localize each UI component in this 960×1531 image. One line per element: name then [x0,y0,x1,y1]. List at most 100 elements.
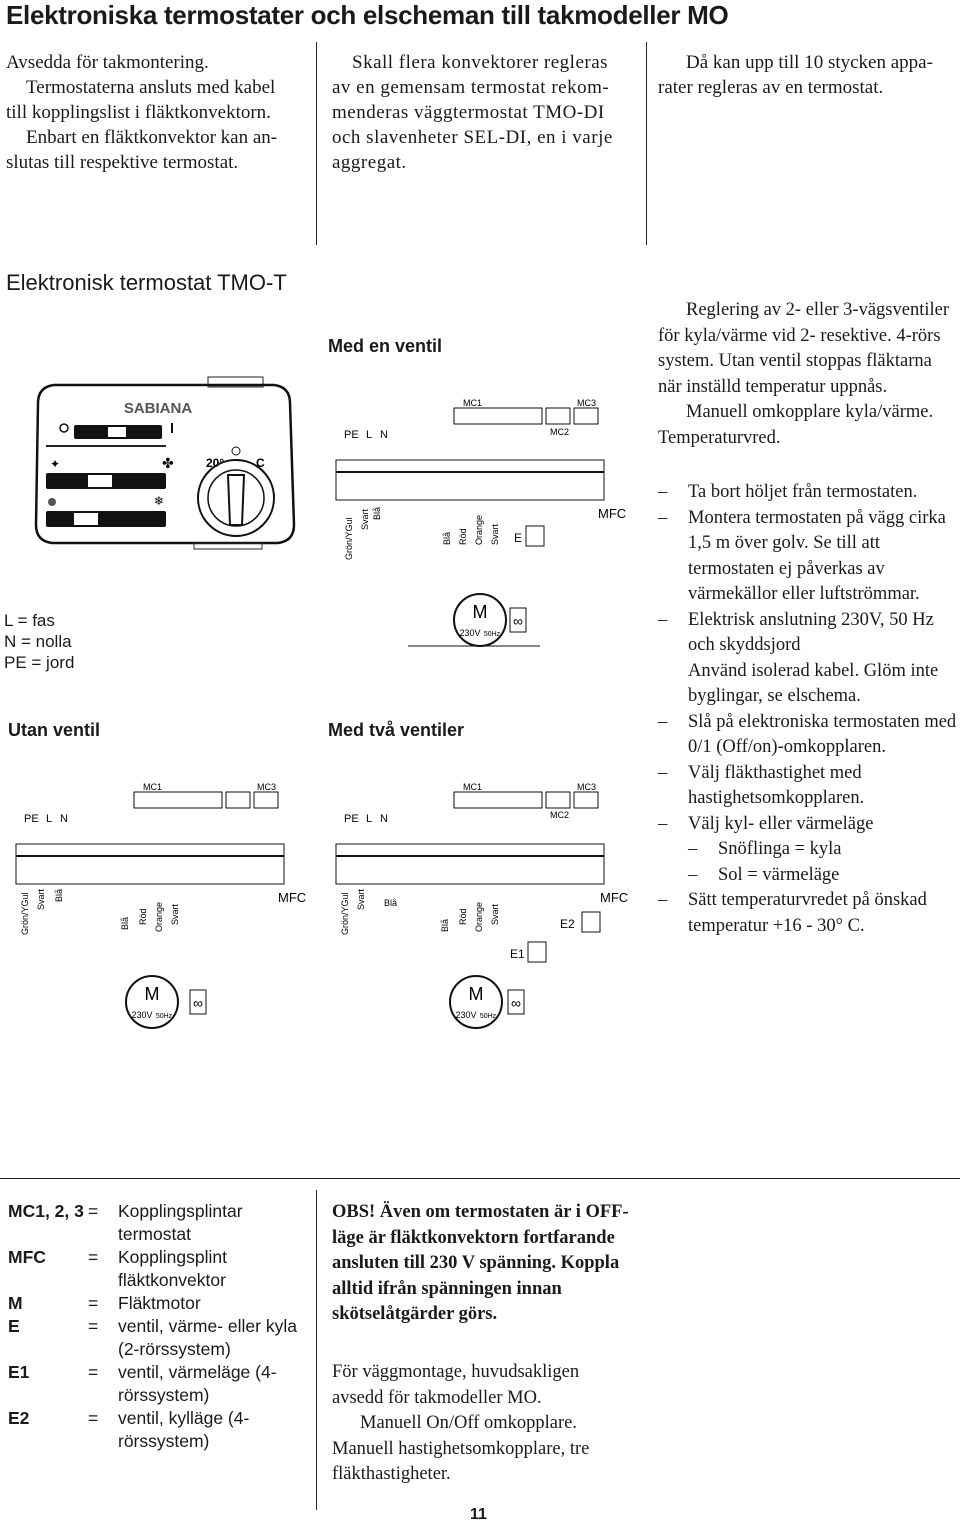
step-text: Använd isolerad kabel. Glöm inte bygling… [688,660,939,707]
intro-column-3: Då kan upp till 10 stycken appa- rater r… [658,50,958,100]
legend-row: MFC=Kopplingsplint fläktkonvektor [8,1246,298,1292]
mc2-block [225,791,251,809]
temperature-dial[interactable] [197,459,275,537]
legend-value: ventil, kylläge (4-rörssystem) [118,1408,250,1451]
wire-label: Blå [54,889,64,902]
note-line: Manuell On/Off omkopplare. [360,1413,577,1433]
mfc-terminal-strip [335,459,605,501]
brand-logo: SABIANA [124,400,193,417]
mfc-label: MFC [600,890,628,905]
thermostat-body [34,383,296,545]
legend-value: ventil, värme- eller kyla (2-rörssystem) [118,1316,297,1359]
inf-box [189,989,207,1015]
wire-label: Grön/YGul [340,892,350,935]
mfc-terminal-strip [335,843,605,885]
note-line: För väggmontage, huvudsakligen avsedd fö… [332,1362,580,1408]
mc1-block [453,407,543,425]
snowflake-icon: ❄ [154,494,164,508]
wire-label: Blå [384,898,397,908]
motor-hz: 50Hz [156,1013,173,1020]
n-label: N [60,813,68,825]
intro-line: och slavenheter SEL-DI, en i varje [332,127,613,148]
wire-label: Svart [360,508,370,530]
step-text: Ta bort höljet från termostaten. [688,482,918,502]
step-text: Sätt temperaturvredet på önskad temperat… [688,890,927,936]
key-line: L = fas [4,611,55,630]
valve-e1-label: E1 [510,947,525,961]
mc1-block [133,791,223,809]
step-text: Slå på elektroniska termostaten med 0/1 … [688,711,957,758]
mc3-block [253,791,279,809]
installation-steps: –Ta bort höljet från termostaten. –Monte… [658,480,958,939]
legend: MC1, 2, 3=Kopplingsplintar termostat MFC… [8,1200,298,1453]
intro-line: Enbart en fläktkonvektor kan an- [26,127,278,148]
legend-key: E1 [8,1362,30,1382]
step-item: Använd isolerad kabel. Glöm inte bygling… [658,659,958,710]
dial-inner [207,469,265,527]
wire-label: Svart [36,888,46,910]
legend-value: ventil, värmeläge (4-rörssystem) [118,1362,277,1405]
inf-symbol: ∞ [193,995,203,1011]
pe-label: PE [344,813,359,825]
legend-eq: = [88,1247,99,1267]
step-text: Sol = värmeläge [718,864,840,885]
intro-line: Skall flera konvektorer regleras [352,52,609,73]
step-item: –Elektrisk anslutning 230V, 50 Hz och sk… [658,608,958,659]
wiring-diagram-med-en-ventil: MC1 MC3 MC2 PE L N MFC Grön/YGul Svart B… [335,398,626,647]
wire-label: Röd [458,528,468,545]
mc1-block [453,791,543,809]
wire-label: Svart [356,888,366,910]
legend-key: MC1, 2, 3 [8,1201,84,1221]
intro-column-2: Skall flera konvektorer regleras av en g… [332,50,637,175]
pe-label: PE [344,429,359,441]
mc1-label: MC1 [463,782,482,792]
motor-label: M [145,984,160,1004]
temp-low-label: 20° [206,456,224,470]
motor-hz: 50Hz [480,1013,497,1020]
step-item: –Slå på elektroniska termostaten med 0/1… [658,710,958,761]
inf-symbol: ∞ [513,613,523,629]
dash: – [658,890,668,910]
legend-eq: = [88,1293,99,1313]
intro-line: rater regleras av en termostat. [658,77,884,98]
legend-value: Fläktmotor [118,1293,201,1313]
divider [46,445,166,447]
dash: – [658,609,668,630]
mc3-label: MC3 [577,398,596,408]
legend-key: M [8,1293,23,1313]
bottom-rule [0,1178,960,1179]
mc2-label: MC2 [550,427,569,437]
mc1-label: MC1 [463,398,482,408]
motor-label: M [469,984,484,1004]
section-title: Elektronisk termostat TMO-T [6,270,287,295]
mc3-block [573,407,599,425]
mc2-label: MC2 [550,810,569,820]
mc3-label: MC3 [577,782,596,792]
legend-key: E2 [8,1408,30,1428]
inf-symbol: ∞ [511,995,521,1011]
legend-row: E2=ventil, kylläge (4-rörssystem) [8,1407,298,1453]
valve-e-symbol [525,525,545,547]
mfc-terminal-strip [15,843,285,885]
motor-hz: 50Hz [484,631,501,638]
motor-volt: 230V [459,628,480,638]
dash: – [658,813,668,834]
mode-switch[interactable] [46,511,166,527]
l-label: L [366,813,372,825]
legend-key: MFC [8,1247,46,1267]
dash: – [658,507,668,528]
dash: – [688,864,698,885]
intro-column-1: Avsedda för takmontering. Termostaterna … [6,50,306,175]
intro-line: av en gemensam termostat rekom- [332,77,610,98]
fan-motor [125,975,179,1029]
mc3-label: MC3 [257,782,276,792]
step-item: –Sol = värmeläge [658,863,958,889]
legend-row: E=ventil, värme- eller kyla (2-rörssyste… [8,1315,298,1361]
legend-key: E [8,1316,20,1336]
vent-slots [193,542,263,550]
step-text: Välj kyl- eller värmeläge [688,813,874,834]
mfc-label: MFC [278,890,306,905]
diagram-label-med-tva-ventiler: Med två ventiler [328,720,465,740]
step-text: Montera termostaten på vägg cirka 1,5 m … [688,507,946,605]
legend-row: MC1, 2, 3=Kopplingsplintar termostat [8,1200,298,1246]
